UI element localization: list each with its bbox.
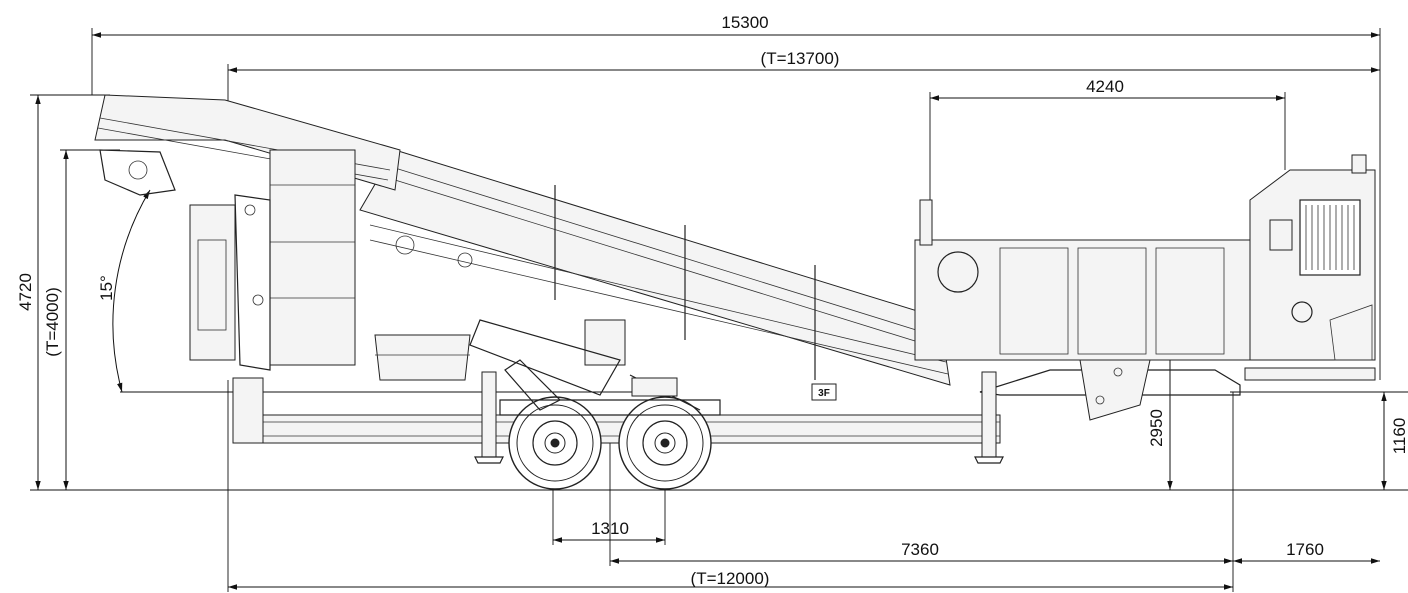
screening-machine: 3F	[94, 94, 1376, 490]
wheel-front	[508, 396, 602, 490]
dim-engine-section: 4240	[1086, 77, 1124, 96]
screen-supports	[469, 319, 701, 411]
dimension-labels: 15300 (T=13700) 4240 4720 (T=4000) 15° 2…	[16, 13, 1408, 588]
dim-hitch-height: 1160	[1390, 418, 1408, 455]
dimension-lines	[30, 28, 1408, 592]
dim-transport-length: (T=13700)	[761, 49, 840, 68]
dim-overall-length: 15300	[721, 13, 768, 32]
hopper-unit	[189, 149, 471, 381]
radiator-grille	[1299, 199, 1361, 276]
dim-angle: 15°	[97, 275, 116, 301]
dim-axle-spacing: 1310	[591, 519, 629, 538]
dim-discharge-height: 2950	[1147, 409, 1166, 447]
logo-text: 3F	[818, 388, 830, 399]
dim-hitch-overhang: 1760	[1286, 540, 1324, 559]
screen-box	[359, 149, 951, 386]
dim-transport-wheelbase: (T=12000)	[691, 569, 770, 588]
wheel-rear	[618, 396, 712, 490]
dim-transport-height: (T=4000)	[43, 287, 62, 356]
power-unit	[914, 154, 1376, 381]
dim-axle-to-hitch: 7360	[901, 540, 939, 559]
dim-overall-height: 4720	[16, 273, 35, 311]
brand-logo: 3F	[811, 383, 837, 401]
